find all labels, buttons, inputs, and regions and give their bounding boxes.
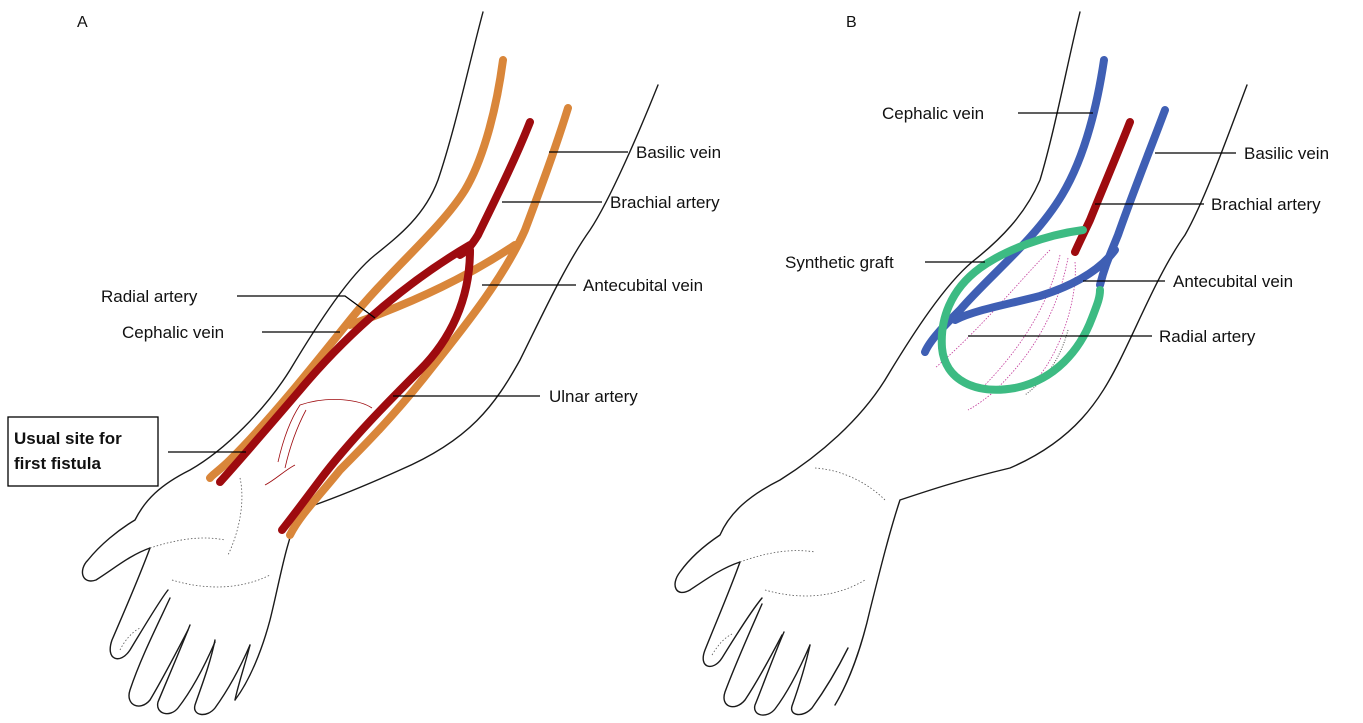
- label-basilic-vein-b: Basilic vein: [1244, 144, 1329, 163]
- radial-branch-faint-2: [285, 410, 306, 468]
- label-brachial-artery-a: Brachial artery: [610, 193, 720, 212]
- label-radial-artery-a: Radial artery: [101, 287, 198, 306]
- panel-b-letter: B: [846, 14, 857, 31]
- panel-a-letter: A: [77, 14, 88, 31]
- label-cephalic-vein-b: Cephalic vein: [882, 104, 984, 123]
- label-basilic-vein-a: Basilic vein: [636, 143, 721, 162]
- label-ulnar-artery-a: Ulnar artery: [549, 387, 638, 406]
- callout-first-fistula: Usual site for first fistula: [8, 417, 158, 486]
- callout-line-1: Usual site for: [14, 429, 122, 448]
- wrist-branch-faint: [265, 465, 295, 485]
- cephalic-vein-a: [210, 60, 503, 478]
- panel-a: A: [8, 12, 721, 714]
- callout-line-2: first fistula: [14, 454, 101, 473]
- label-radial-artery-b: Radial artery: [1159, 327, 1256, 346]
- label-synthetic-graft-b: Synthetic graft: [785, 253, 894, 272]
- label-antecubital-vein-b: Antecubital vein: [1173, 272, 1293, 291]
- panel-b: B: [675, 12, 1329, 715]
- label-brachial-artery-b: Brachial artery: [1211, 195, 1321, 214]
- label-cephalic-vein-a: Cephalic vein: [122, 323, 224, 342]
- label-antecubital-vein-a: Antecubital vein: [583, 276, 703, 295]
- arm-outline-a: [82, 12, 658, 714]
